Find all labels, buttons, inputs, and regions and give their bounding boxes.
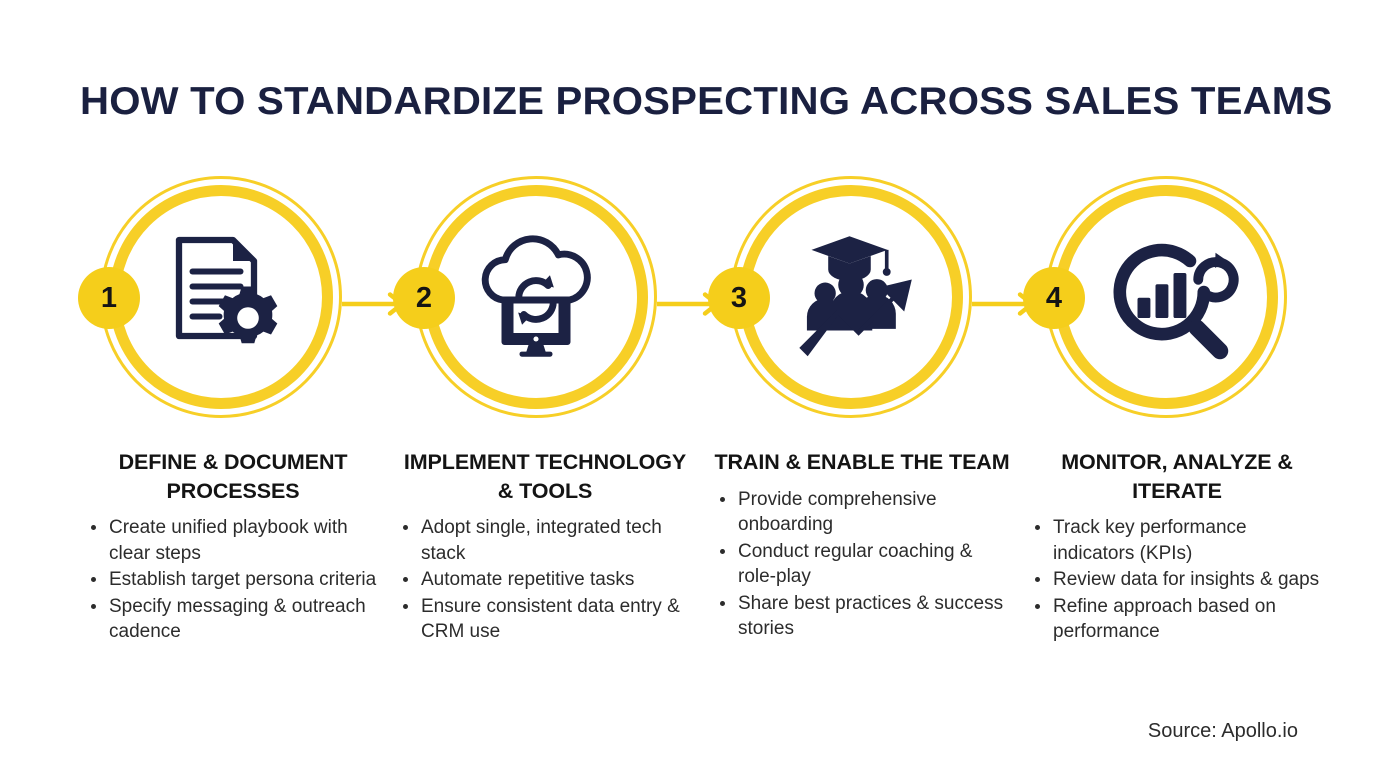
list-item: Provide comprehensive onboarding xyxy=(712,487,1012,538)
page-title: HOW TO STANDARDIZE PROSPECTING ACROSS SA… xyxy=(80,80,1333,123)
step-bullets-2: Adopt single, integrated tech stack Auto… xyxy=(395,515,695,645)
bullet-dot-icon xyxy=(403,603,408,609)
document-gear-icon xyxy=(141,217,301,377)
bullet-text: Adopt single, integrated tech stack xyxy=(421,517,662,564)
list-item: Adopt single, integrated tech stack xyxy=(395,515,695,566)
bullet-dot-icon xyxy=(720,496,725,502)
steps-row: 1 xyxy=(0,170,1376,440)
step-column-2: IMPLEMENT TECHNOLOGY & TOOLS Adopt singl… xyxy=(395,448,695,646)
bullet-text: Create unified playbook with clear steps xyxy=(109,517,348,564)
bullet-text: Establish target persona criteria xyxy=(109,569,377,590)
step-column-1: DEFINE & DOCUMENT PROCESSES Create unifi… xyxy=(83,448,383,646)
bullet-text: Automate repetitive tasks xyxy=(421,569,635,590)
list-item: Automate repetitive tasks xyxy=(395,567,695,593)
list-item: Ensure consistent data entry & CRM use xyxy=(395,594,695,645)
bullet-dot-icon xyxy=(1035,577,1040,582)
step-number-badge-1: 1 xyxy=(78,267,140,329)
step-column-3: TRAIN & ENABLE THE TEAM Provide comprehe… xyxy=(712,448,1012,643)
step-circle-2: 2 xyxy=(385,170,657,432)
source-attribution: Source: Apollo.io xyxy=(1147,720,1298,742)
bullet-text: Ensure consistent data entry & CRM use xyxy=(421,595,680,643)
bullet-text: Share best practices & success stories xyxy=(738,592,1004,640)
bullet-text: Conduct regular coaching & role-play xyxy=(738,540,973,588)
bullet-text: Review data for insights & gaps xyxy=(1053,569,1320,590)
list-item: Track key performance indicators (KPIs) xyxy=(1027,515,1327,566)
step-column-4: MONITOR, ANALYZE & ITERATE Track key per… xyxy=(1027,448,1327,646)
cloud-sync-monitor-icon xyxy=(456,217,616,377)
bullet-dot-icon xyxy=(91,525,96,530)
bullet-dot-icon xyxy=(1035,603,1040,609)
bullet-dot-icon xyxy=(720,548,725,554)
bullet-text: Track key performance indicators (KPIs) xyxy=(1053,517,1247,564)
step-bullets-3: Provide comprehensive onboarding Conduct… xyxy=(712,487,1012,642)
step-circle-1: 1 xyxy=(70,170,342,432)
list-item: Establish target persona criteria xyxy=(83,567,383,593)
bullet-dot-icon xyxy=(91,577,96,582)
list-item: Share best practices & success stories xyxy=(712,591,1012,642)
list-item: Specify messaging & outreach cadence xyxy=(83,594,383,645)
bullet-text: Refine approach based on performance xyxy=(1053,595,1276,643)
step-circle-4: 4 xyxy=(1015,170,1287,432)
step-bullets-1: Create unified playbook with clear steps… xyxy=(83,515,383,645)
bullet-text: Specify messaging & outreach cadence xyxy=(109,595,366,643)
step-details-row: DEFINE & DOCUMENT PROCESSES Create unifi… xyxy=(0,448,1376,688)
step-heading-1: DEFINE & DOCUMENT PROCESSES xyxy=(118,450,348,503)
bullet-dot-icon xyxy=(403,577,408,582)
list-item: Create unified playbook with clear steps xyxy=(83,515,383,566)
step-heading-3: TRAIN & ENABLE THE TEAM xyxy=(714,450,1010,474)
step-number-badge-3: 3 xyxy=(708,267,770,329)
graduation-team-growth-icon xyxy=(771,217,931,377)
list-item: Review data for insights & gaps xyxy=(1027,567,1327,593)
step-bullets-4: Track key performance indicators (KPIs) … xyxy=(1027,515,1327,645)
step-circle-3: 3 xyxy=(700,170,972,432)
bullet-text: Provide comprehensive onboarding xyxy=(738,488,937,536)
magnifier-chart-refresh-icon xyxy=(1086,217,1246,377)
step-number-badge-4: 4 xyxy=(1023,267,1085,329)
bullet-dot-icon xyxy=(91,603,96,609)
list-item: Refine approach based on performance xyxy=(1027,594,1327,645)
step-heading-4: MONITOR, ANALYZE & ITERATE xyxy=(1061,450,1293,503)
step-number-badge-2: 2 xyxy=(393,267,455,329)
bullet-dot-icon xyxy=(403,525,408,530)
list-item: Conduct regular coaching & role-play xyxy=(712,539,1012,590)
bullet-dot-icon xyxy=(720,600,725,606)
bullet-dot-icon xyxy=(1035,525,1040,530)
step-heading-2: IMPLEMENT TECHNOLOGY & TOOLS xyxy=(403,450,687,503)
